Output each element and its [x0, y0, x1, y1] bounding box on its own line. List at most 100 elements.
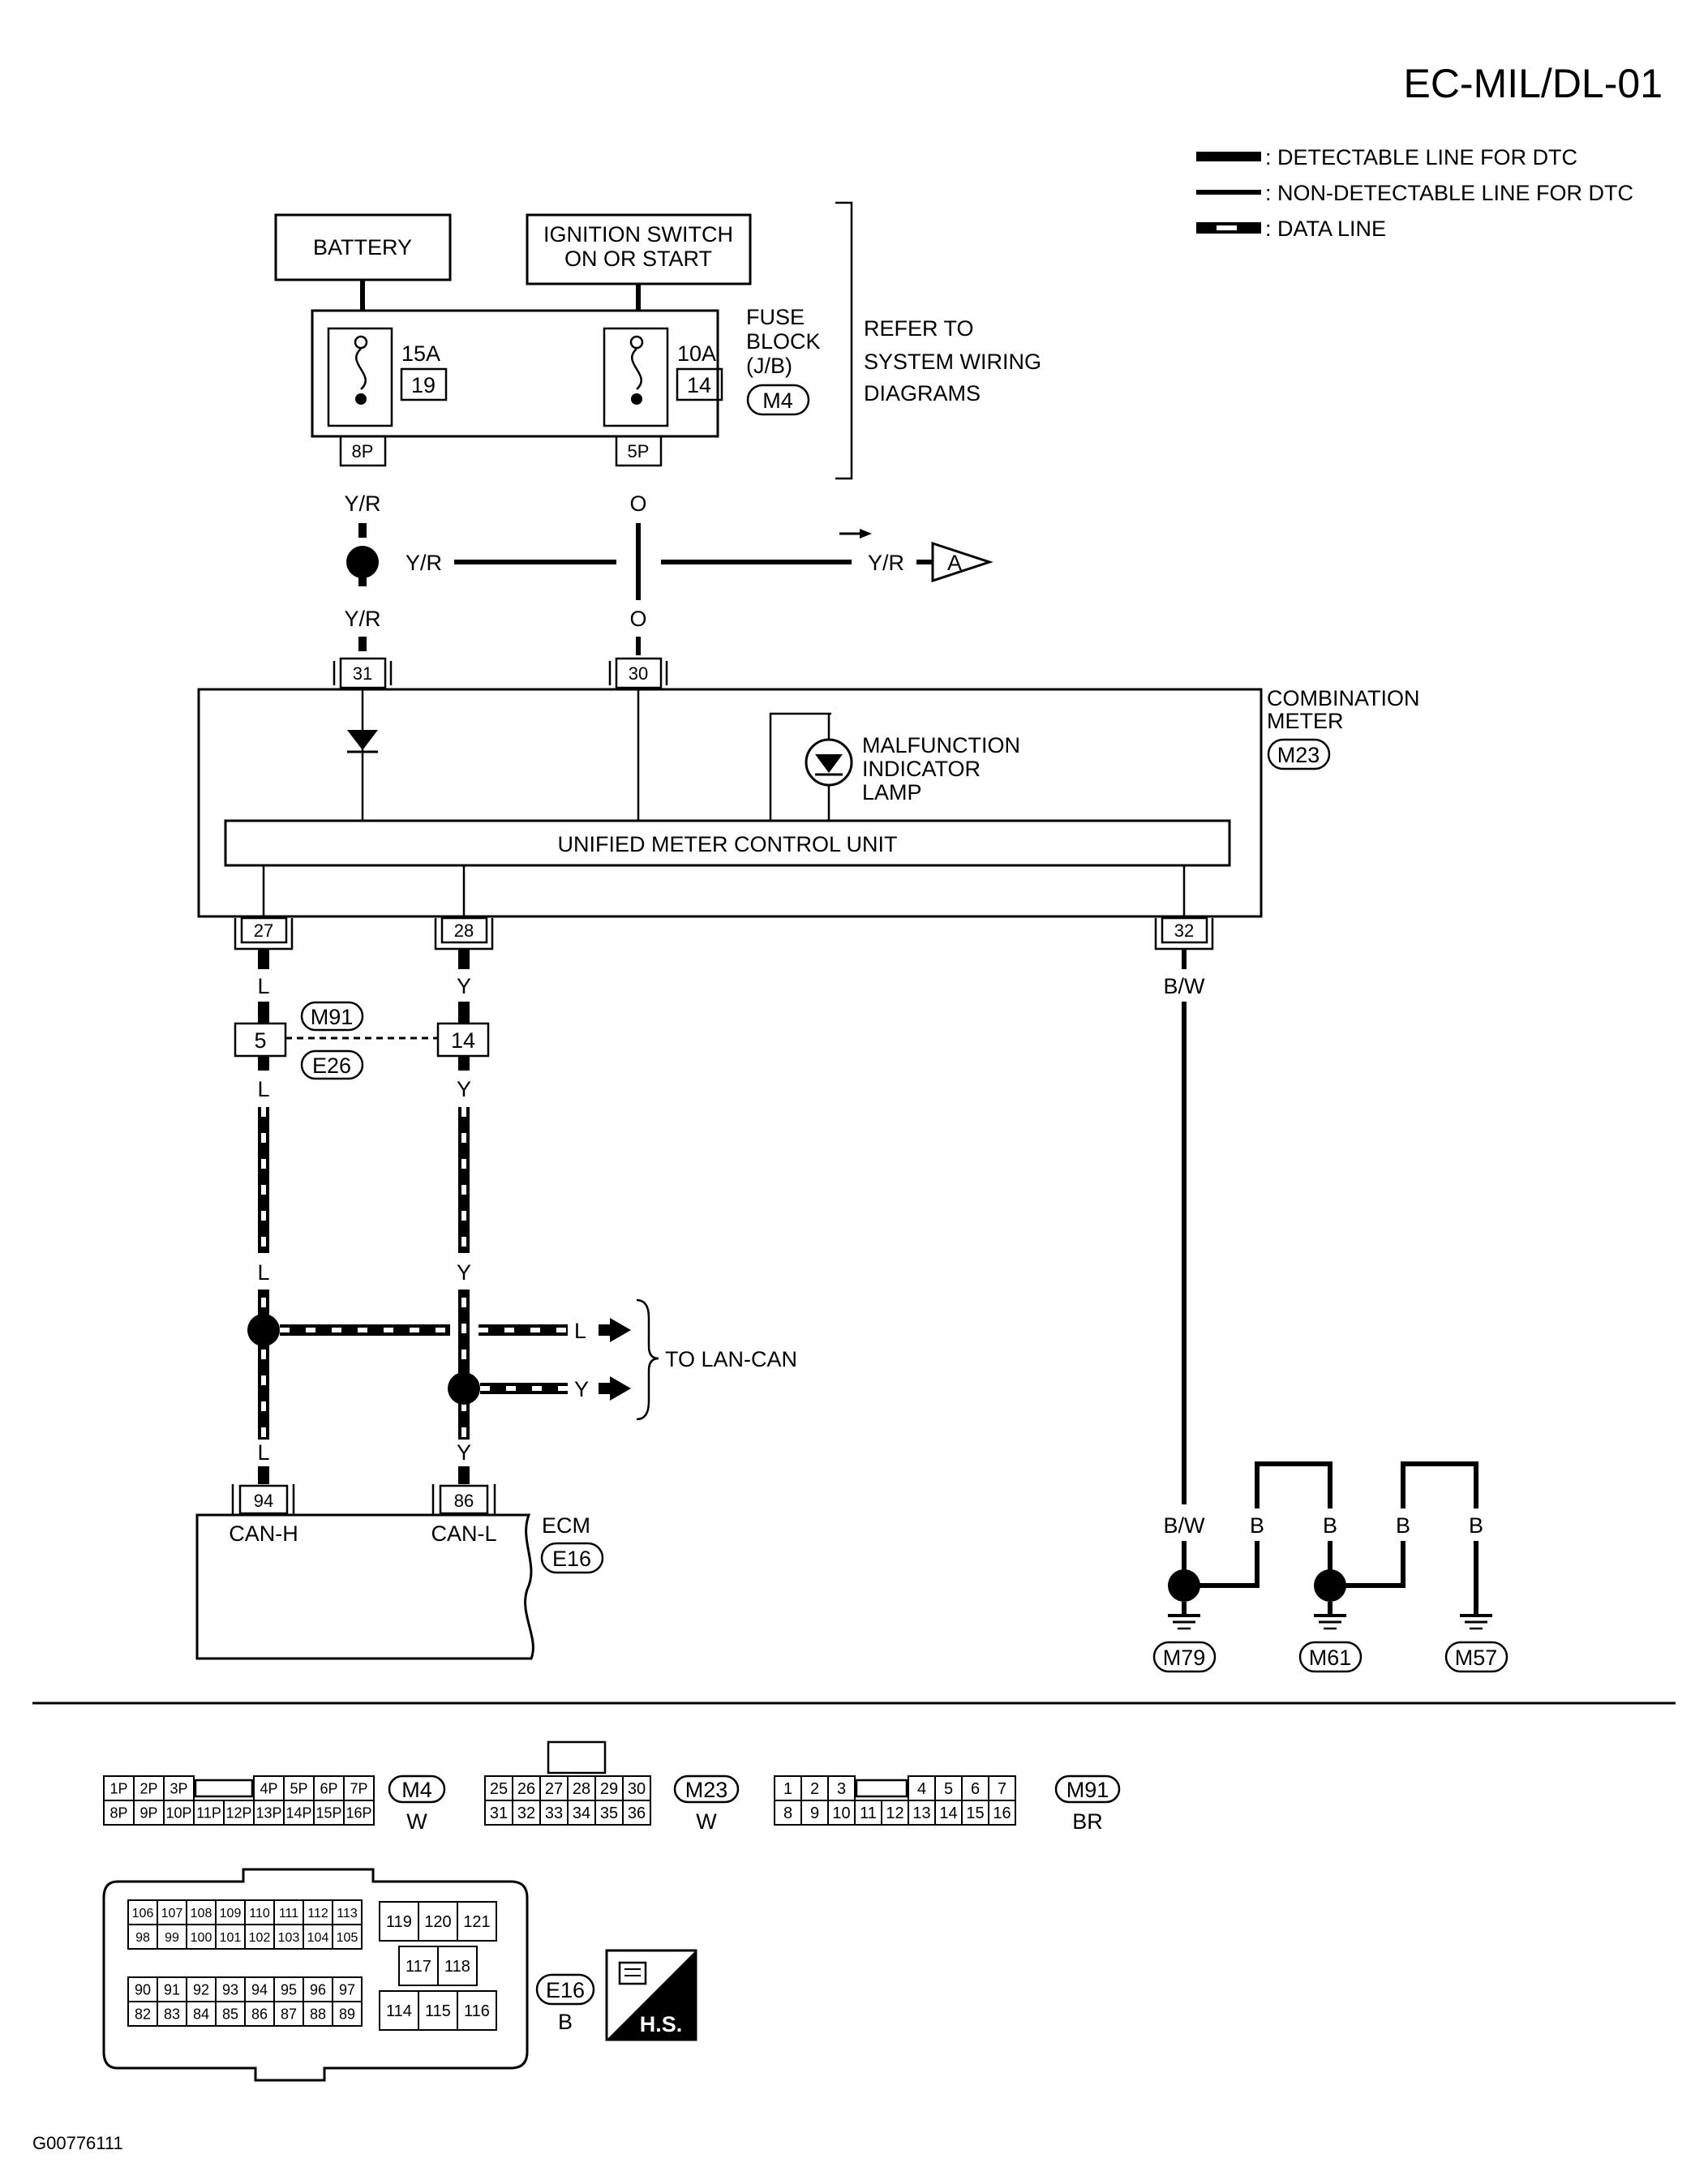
hs-badge-label: H.S. [640, 2012, 683, 2036]
wire-label-l-4: L [257, 1440, 269, 1465]
fuse-pin-8p: 8P [352, 441, 374, 461]
lan-can-y-label: Y [574, 1377, 589, 1401]
fuse-block-label-3: (J/B) [746, 354, 792, 378]
unified-meter-control-unit [224, 819, 1231, 867]
connector-e16-pin: 118 [444, 1958, 470, 1976]
joint-pin-14: 14 [451, 1028, 475, 1053]
connector-m91-cell [800, 1800, 829, 1826]
connector-e16-cell [273, 2001, 304, 2027]
combination-meter-label-1: COMBINATION [1267, 686, 1420, 710]
joint-pin-5: 5 [254, 1028, 266, 1053]
wire-label-yr-2: Y/R [406, 551, 442, 575]
connector-m4-cell [283, 1800, 315, 1826]
connector-m91-pin: 4 [917, 1780, 926, 1798]
connector-m23-pin: 32 [517, 1805, 535, 1822]
connector-e16-pin: 96 [310, 1981, 326, 1998]
connector-m91-cell [934, 1775, 963, 1801]
wire-label-b-4: B [1469, 1513, 1483, 1538]
connector-view-m91-name: M91 [1066, 1778, 1109, 1802]
connector-e16-pin: 119 [386, 1913, 412, 1931]
connector-m4-cell [193, 1800, 225, 1826]
connector-e16-cell [437, 1946, 478, 1986]
connector-m4-cell [133, 1800, 165, 1826]
wire-label-o-1: O [629, 491, 646, 516]
connector-m91-pin: 10 [832, 1805, 850, 1822]
connector-m23-cell [622, 1775, 651, 1801]
fuse-block-label-1: FUSE [746, 305, 805, 329]
connector-e16-pin: 87 [281, 2006, 297, 2022]
combination-meter-connector: M23 [1277, 743, 1320, 767]
connector-m4-pin: 15P [315, 1805, 341, 1821]
combination-meter [197, 688, 1263, 918]
wire-label-b-3: B [1396, 1513, 1410, 1538]
connector-m91-pin: 8 [783, 1805, 792, 1822]
connector-m4-cell [343, 1775, 375, 1801]
connector-m4-pin: 5P [290, 1780, 307, 1796]
connector-e16-pin: 106 [132, 1907, 154, 1920]
connector-m4-cell [163, 1775, 195, 1801]
connector-m4-pin: 2P [139, 1780, 157, 1796]
connector-m4-pin: 4P [260, 1780, 277, 1796]
connector-m4-pin: 13P [255, 1805, 281, 1821]
connector-e16-cell [418, 1990, 458, 2031]
connector-view-m4-name: M4 [401, 1778, 432, 1802]
ecm-pin-94: 94 [254, 1491, 273, 1511]
connector-m91-pin: 15 [966, 1805, 984, 1822]
legend: : DETECTABLE LINE FOR DTC : NON-DETECTAB… [1196, 145, 1633, 241]
ecm-can-l-label: CAN-L [431, 1521, 496, 1546]
legend-detectable: : DETECTABLE LINE FOR DTC [1265, 145, 1577, 170]
connector-m4-pin: 11P [196, 1805, 221, 1821]
connector-e16-pin: 111 [279, 1907, 298, 1920]
connector-e16-cell [457, 1990, 497, 2031]
connector-view-e16-color: B [558, 2010, 573, 2034]
fuse-block-connector: M4 [762, 388, 793, 413]
ignition-label-1: IGNITION SWITCH [543, 222, 733, 247]
wire-label-yr-4: Y/R [344, 607, 380, 631]
hs-badge-icon [605, 1949, 697, 2041]
connector-e16-pin: 121 [463, 1913, 490, 1931]
connector-m91-cell [854, 1800, 882, 1826]
connector-e16-pin: 98 [135, 1931, 150, 1945]
connector-view-m23-color: W [696, 1809, 717, 1834]
wire-label-y-4: Y [457, 1440, 471, 1465]
wire-label-bw-1: B/W [1164, 974, 1206, 998]
meter-pin-30: 30 [629, 663, 648, 684]
connector-view-m23-name: M23 [685, 1778, 728, 1802]
ignition-label-2: ON OR START [564, 247, 712, 271]
connector-m4-pin: 3P [170, 1780, 187, 1796]
connector-e16-cell [215, 1899, 246, 1925]
to-lan-can-label: TO LAN-CAN [665, 1347, 797, 1371]
connector-m23-cell [622, 1800, 651, 1826]
connector-e16-pin: 85 [222, 2006, 238, 2022]
ecm-can-h-label: CAN-H [229, 1521, 298, 1546]
connector-e16-cell [457, 1901, 497, 1942]
connector-m23-pin: 36 [628, 1805, 646, 1822]
connector-m91-cell [827, 1800, 856, 1826]
connector-m4-cell [223, 1800, 255, 1826]
ground-m61: M61 [1309, 1646, 1352, 1670]
ecm-connector: E16 [552, 1547, 591, 1571]
connector-m23-pin: 27 [545, 1780, 563, 1798]
fuse2-number: 14 [687, 373, 711, 397]
connector-m91-pin: 13 [912, 1805, 930, 1822]
wire-label-bw-2: B/W [1164, 1513, 1206, 1538]
wire-label-yr-1: Y/R [344, 491, 380, 516]
connector-m91-pin: 12 [886, 1805, 903, 1822]
connector-m91-pin: 16 [993, 1805, 1011, 1822]
connector-m4-cell [103, 1775, 135, 1801]
connector-view-m91-color: BR [1072, 1809, 1103, 1834]
connector-m23-pin: 25 [490, 1780, 508, 1798]
ecm-pin-86: 86 [454, 1491, 474, 1511]
ground-icon [1168, 1602, 1200, 1630]
refer-label-3: DIAGRAMS [864, 381, 981, 406]
connector-view-e16-name: E16 [546, 1978, 585, 2002]
connector-m91-pin: 5 [944, 1780, 953, 1798]
ground-m79: M79 [1163, 1646, 1206, 1670]
connector-e16-cell [157, 1976, 187, 2002]
fuse1-amp: 15A [401, 341, 440, 366]
wire-label-yr-3: Y/R [868, 551, 904, 575]
